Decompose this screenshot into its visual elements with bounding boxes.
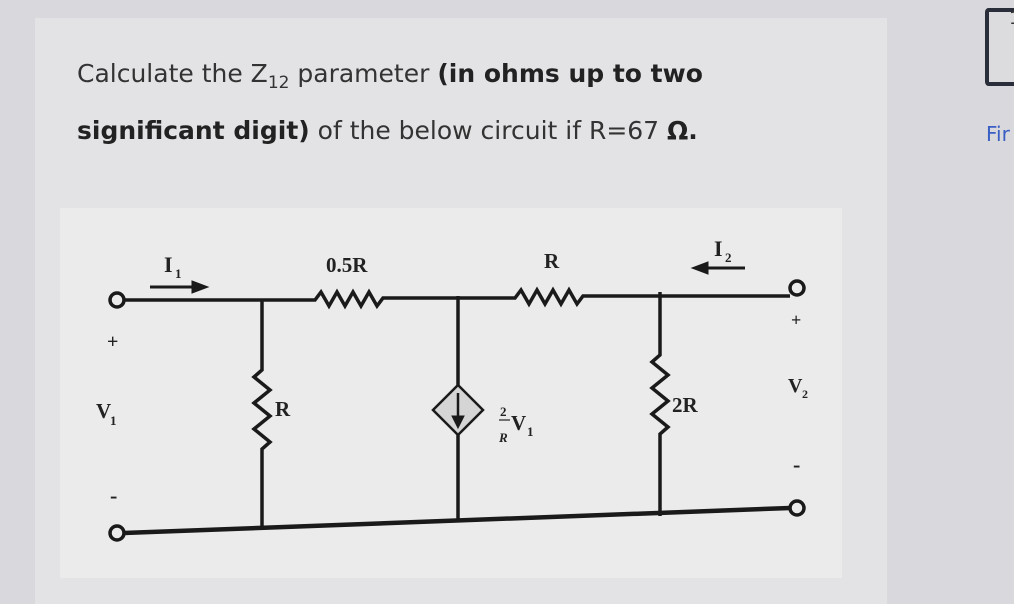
v2-minus: - — [793, 452, 800, 477]
svg-text:1: 1 — [527, 424, 534, 439]
source-gain-num: 2 — [500, 404, 507, 419]
svg-text:2: 2 — [725, 250, 732, 265]
resistor-r-shunt-label: R — [275, 397, 291, 421]
resistor-r-shunt — [251, 300, 273, 529]
svg-text:1: 1 — [110, 413, 117, 428]
v2-plus: + — [791, 310, 801, 330]
i2-label: I — [714, 236, 723, 261]
source-gain-den: R — [498, 430, 508, 445]
i1-label: I — [164, 252, 173, 277]
svg-text:2: 2 — [802, 387, 808, 401]
top-wire — [124, 286, 790, 310]
v2-label: V — [788, 375, 803, 397]
v1-label: V — [96, 399, 111, 423]
resistor-2r-shunt — [649, 292, 671, 516]
resistor-0.5r-label: 0.5R — [326, 253, 368, 277]
terminal-1-top — [108, 291, 126, 309]
source-var: V — [511, 411, 526, 435]
resistor-r-series-label: R — [544, 249, 560, 273]
terminal-2-top — [788, 279, 806, 297]
terminal-2-bottom — [788, 499, 806, 517]
v1-plus: + — [107, 331, 118, 353]
question-text: Calculate the Z12 parameter (in ohms up … — [77, 59, 703, 145]
resistor-2r-label: 2R — [672, 393, 699, 417]
svg-text:1: 1 — [175, 266, 182, 281]
find-link[interactable]: Fir — [986, 122, 1010, 146]
answer-box[interactable]: 1 — [985, 8, 1014, 86]
terminal-1-bottom — [108, 524, 126, 542]
v1-minus: - — [110, 483, 117, 508]
